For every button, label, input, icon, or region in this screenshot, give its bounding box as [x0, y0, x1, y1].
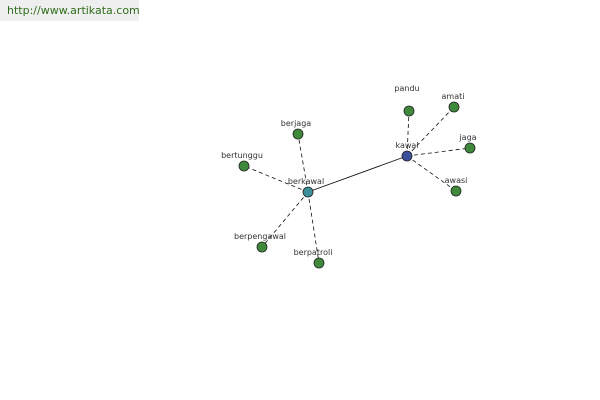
edges-layer: [243, 106, 471, 264]
edge-berkawal-berjaga: [297, 133, 309, 193]
node-label-berpatroli: berpatroli: [294, 248, 333, 257]
edge-kawal-amati: [406, 106, 455, 157]
node-label-berpengawal: berpengawal: [234, 232, 286, 241]
edge-berkawal-bertunggu: [243, 165, 309, 193]
edge-kawal-pandu: [406, 110, 410, 157]
node-label-kawal: kawal: [395, 141, 418, 150]
node-label-berjaga: berjaga: [281, 119, 311, 128]
labels-layer: kawal berkawal pandu amati jaga awasi berjaga b…: [221, 84, 477, 257]
node-label-bertunggu: bertunggu: [221, 151, 263, 160]
edge-berkawal-berpatroli: [307, 191, 320, 264]
edge-kawal-berkawal: [307, 155, 408, 193]
node-pandu[interactable]: [403, 105, 415, 117]
node-kawal[interactable]: [401, 150, 413, 162]
node-amati[interactable]: [448, 101, 460, 113]
node-label-awasi: awasi: [445, 176, 468, 185]
edge-kawal-jaga: [406, 147, 471, 157]
node-berpengawal[interactable]: [256, 241, 268, 253]
source-banner: http://www.artikata.com: [0, 0, 140, 21]
edge-kawal-awasi: [406, 155, 457, 192]
edge-berkawal-berpengawal: [261, 191, 309, 248]
node-jaga[interactable]: [464, 142, 476, 154]
node-berkawal[interactable]: [302, 186, 314, 198]
node-label-berkawal: berkawal: [288, 177, 324, 186]
node-bertunggu[interactable]: [238, 160, 250, 172]
node-label-jaga: jaga: [458, 133, 476, 142]
source-link[interactable]: http://www.artikata.com: [7, 4, 140, 17]
nodes-layer: [238, 101, 476, 269]
node-awasi[interactable]: [450, 185, 462, 197]
node-label-pandu: pandu: [394, 84, 419, 93]
node-berjaga[interactable]: [292, 128, 304, 140]
node-label-amati: amati: [442, 92, 465, 101]
node-berpatroli[interactable]: [313, 257, 325, 269]
